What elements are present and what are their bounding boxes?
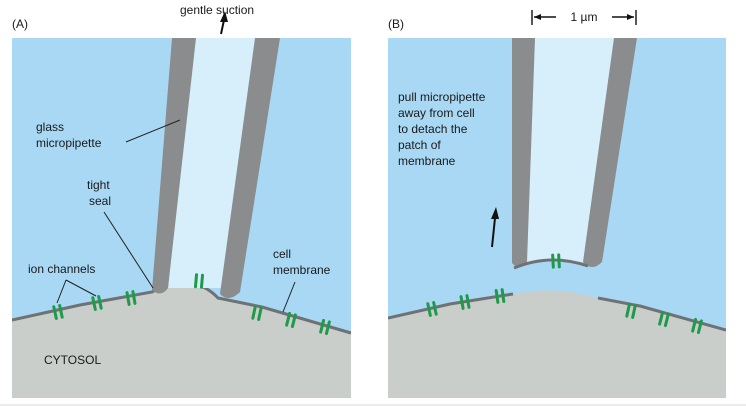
tight-seal-label: tight seal: [87, 178, 113, 208]
pipette-wall-right-a: [220, 38, 280, 299]
pipette-wall-right-b: [583, 38, 637, 267]
tight-seal-pointer: [103, 211, 154, 289]
cell-membrane-label: cell membrane: [273, 247, 331, 277]
glass-micropipette-label: glass micropipette: [36, 120, 102, 150]
cell-membrane-pointer: [282, 281, 296, 313]
ion-channels-label: ion channels: [28, 262, 95, 276]
scale-bar: [531, 10, 637, 25]
ion-channels-b: [426, 253, 703, 335]
ion-channel: [426, 301, 438, 317]
excised-membrane-patch: [513, 258, 589, 270]
ion-channel: [691, 317, 703, 335]
ion-channels-pointer-1: [56, 279, 67, 304]
leader-lines-a: [56, 119, 296, 313]
ion-channel: [459, 294, 471, 310]
ion-channel: [193, 273, 205, 289]
cell-membrane-b-right: [597, 296, 726, 332]
scale-bar-label: 1 µm: [571, 10, 598, 24]
suction-arrow: [220, 11, 228, 35]
panel-a: (A): [12, 3, 351, 398]
ion-channel: [251, 305, 263, 321]
panel-b: (B) 1 µm: [388, 10, 726, 398]
ion-channel: [551, 253, 561, 269]
ion-channel: [658, 310, 670, 328]
ion-channel: [319, 318, 331, 336]
ion-channels-a: [52, 273, 331, 336]
panel-b-label: (B): [388, 17, 404, 31]
panel-a-label: (A): [12, 17, 28, 31]
gentle-suction-label: gentle suction: [180, 3, 254, 17]
ion-channel: [494, 288, 506, 304]
ion-channels-pointer-2: [65, 279, 97, 297]
ion-channel: [625, 303, 637, 319]
cytosol-region-b: [388, 290, 726, 398]
pipette-wall-left-b: [512, 38, 535, 268]
ion-channel: [125, 290, 137, 306]
cytosol-region-a: [12, 282, 351, 398]
pull-arrow: [491, 207, 499, 248]
glass-micropipette-pointer: [125, 119, 181, 143]
cell-membrane-b-left: [388, 292, 514, 320]
pull-instruction-label: pull micropipette away from cell to deta…: [398, 90, 489, 168]
ion-channel: [52, 304, 64, 320]
ion-channel: [285, 311, 297, 329]
cytosol-label: CYTOSOL: [44, 353, 101, 367]
pipette-wall-left-a: [152, 38, 196, 294]
ion-channel: [91, 295, 103, 311]
